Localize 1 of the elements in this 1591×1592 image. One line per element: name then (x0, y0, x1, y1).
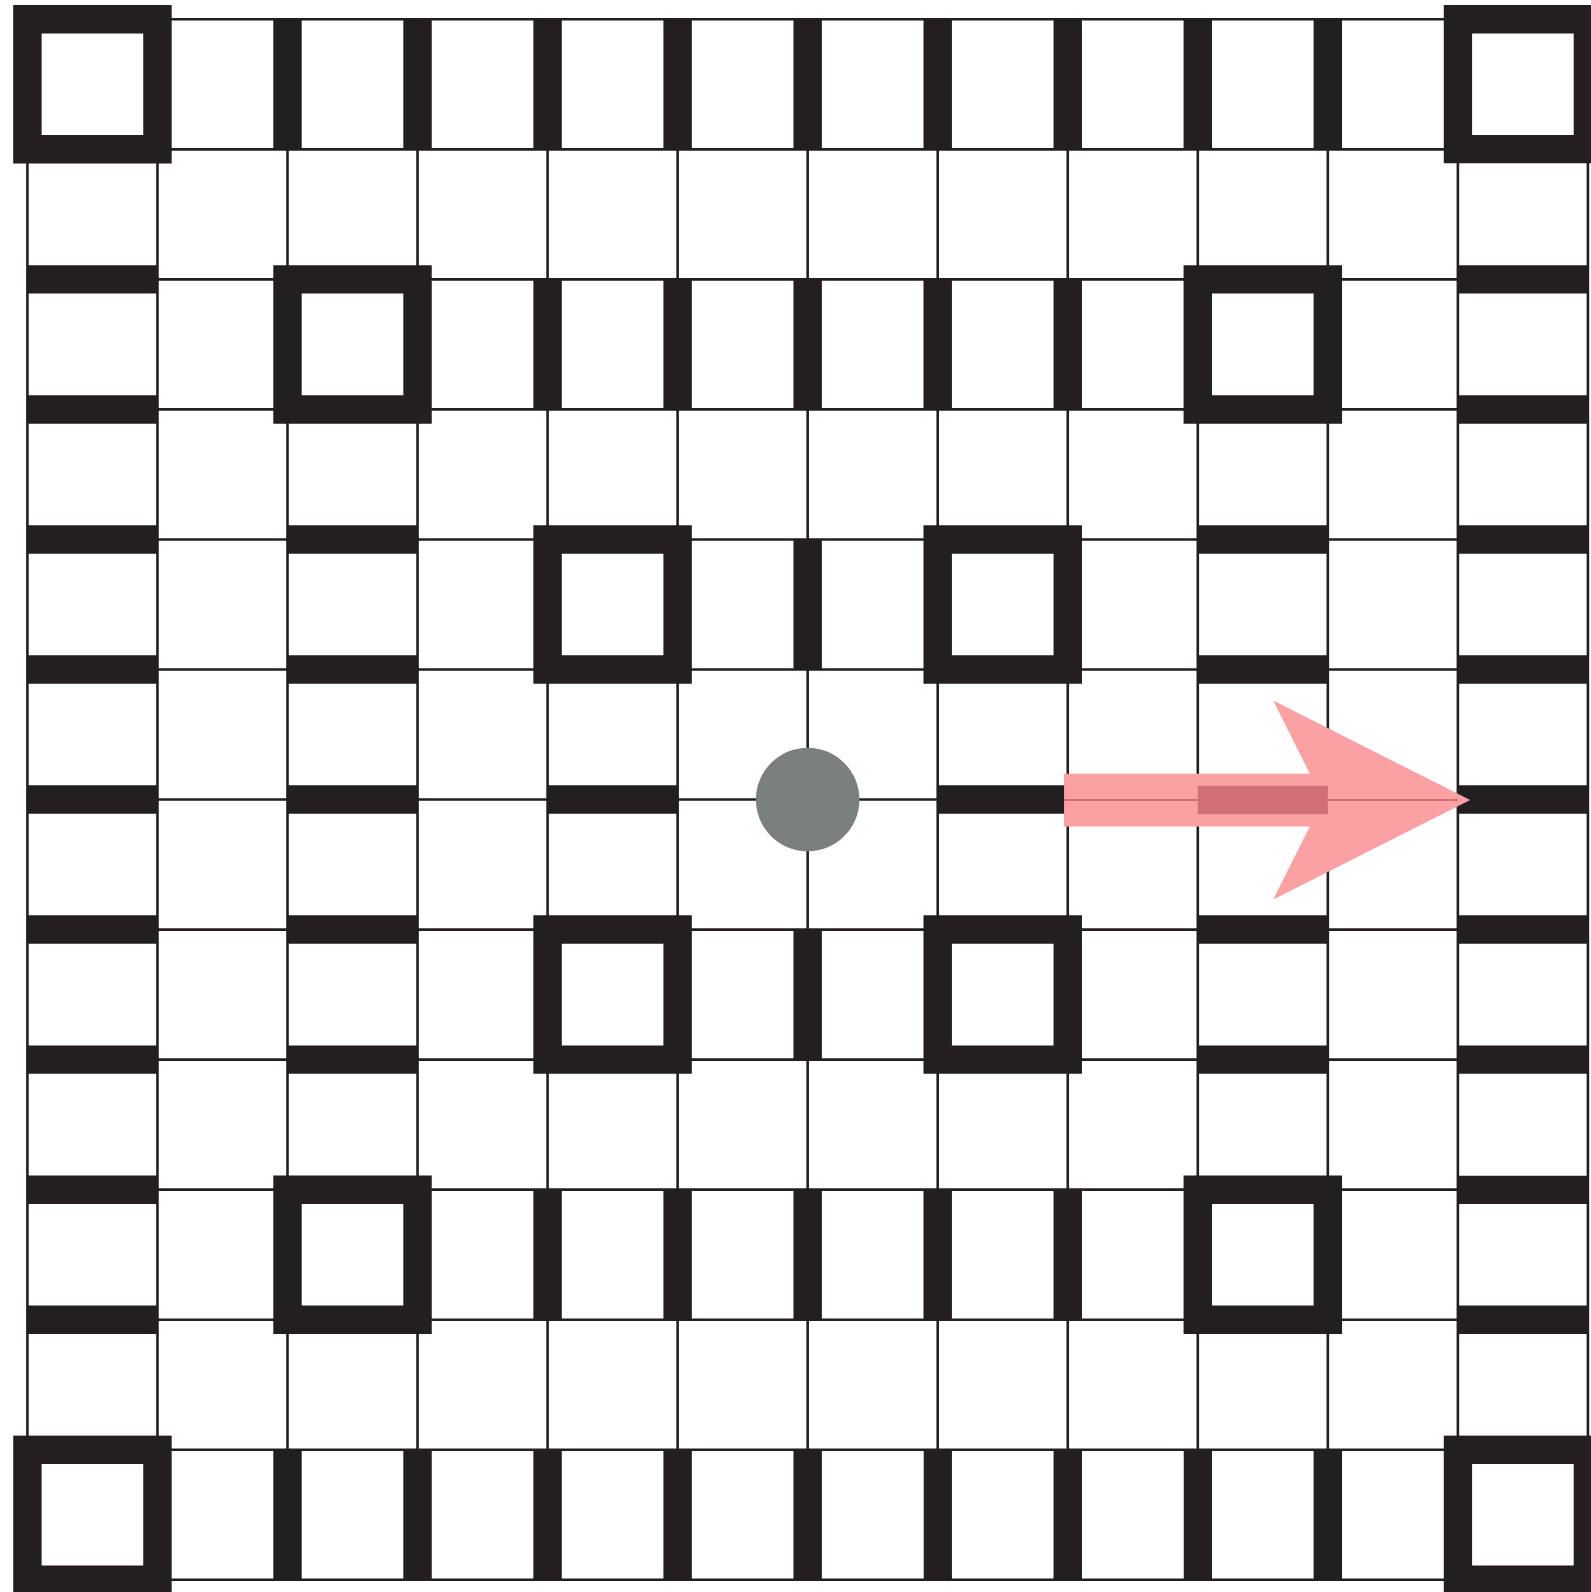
center-dot (755, 747, 860, 852)
